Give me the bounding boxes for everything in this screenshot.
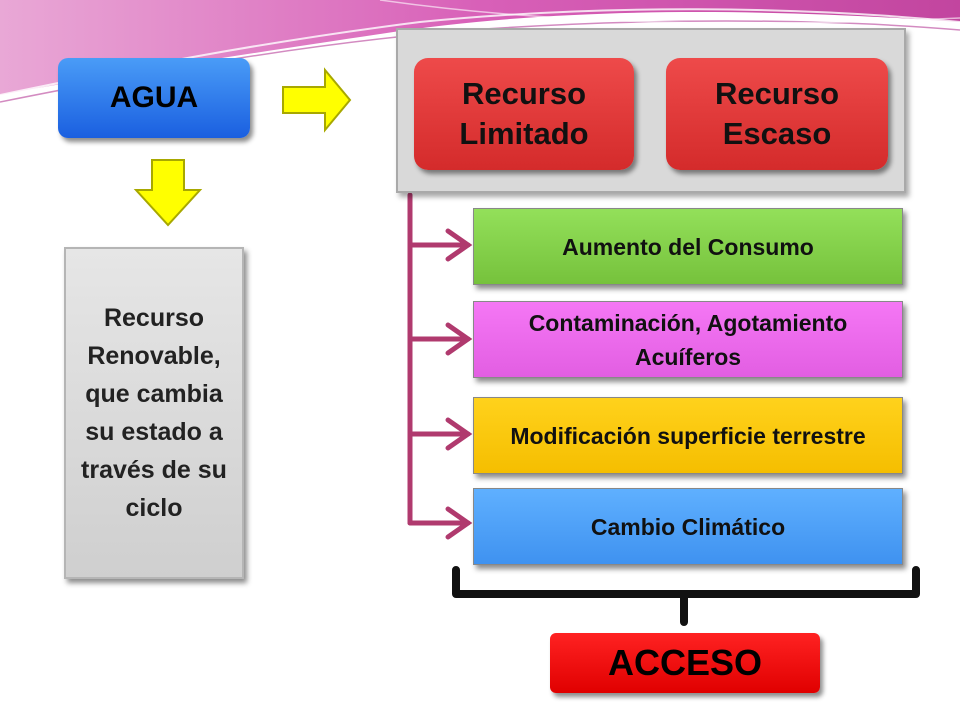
cause-label: Cambio Climático <box>590 513 786 540</box>
renovable-box: Recurso Renovable, que cambia su estado … <box>64 247 244 579</box>
recurso-limitado-label: Recurso Limitado <box>459 76 589 151</box>
cause-label: Contaminación, Agotamiento Acuíferos <box>528 309 848 370</box>
recurso-limitado-box: Recurso Limitado <box>414 58 634 170</box>
arrow-down-icon <box>133 159 203 227</box>
cause-modificacion-superficie: Modificación superficie terrestre <box>473 397 903 474</box>
acceso-box: ACCESO <box>550 633 820 693</box>
cause-label: Aumento del Consumo <box>562 233 814 260</box>
arrow-right-icon <box>282 67 352 133</box>
acceso-label: ACCESO <box>607 642 763 683</box>
cause-connector <box>407 192 473 540</box>
renovable-text: Recurso Renovable, que cambia su estado … <box>81 304 227 522</box>
recurso-escaso-box: Recurso Escaso <box>666 58 888 170</box>
cause-contaminacion: Contaminación, Agotamiento Acuíferos <box>473 301 903 378</box>
cause-aumento-consumo: Aumento del Consumo <box>473 208 903 285</box>
cause-cambio-climatico: Cambio Climático <box>473 488 903 565</box>
agua-box: AGUA <box>58 58 250 138</box>
brace-icon <box>452 566 920 626</box>
recurso-escaso-label: Recurso Escaso <box>714 76 840 151</box>
agua-label: AGUA <box>109 81 199 114</box>
cause-label: Modificación superficie terrestre <box>510 422 866 449</box>
